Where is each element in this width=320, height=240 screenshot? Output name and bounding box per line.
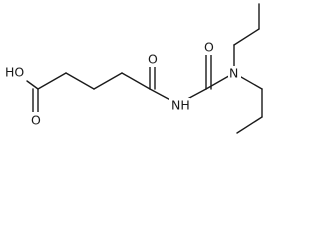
amide-carbonyl-oxygen-label: O	[148, 52, 158, 67]
bond-layer	[26, 3, 263, 134]
chemical-structure: HO O O NH O N	[4, 3, 263, 134]
amide-carbonyl-oxygen: O	[146, 52, 159, 67]
bond-oh-c1	[26, 80, 39, 90]
structure-canvas: HO O O NH O N	[4, 3, 263, 134]
bond-c2-c3	[65, 72, 95, 90]
amine-n: N	[228, 66, 241, 81]
atom-label-layer: HO O O NH O N	[4, 40, 241, 128]
bond-c4-c5	[121, 72, 151, 90]
amide-nh: NH	[169, 98, 190, 113]
urea-carbonyl-oxygen: O	[202, 40, 215, 55]
urea-carbonyl-oxygen-label: O	[204, 40, 214, 55]
bond-propyl2-c2-c3	[236, 116, 263, 134]
hydroxyl-group: HO	[4, 65, 28, 80]
acid-carbonyl-oxygen: O	[29, 112, 42, 128]
amide-nh-label: NH	[171, 98, 190, 113]
acid-carbonyl-oxygen-label: O	[31, 113, 41, 128]
hydroxyl-label: HO	[5, 65, 24, 80]
bond-propyl1-c1-c2	[233, 28, 260, 46]
amine-n-label: N	[229, 66, 238, 81]
bond-c3-c4	[93, 72, 123, 90]
bond-c1-c2	[37, 72, 67, 90]
